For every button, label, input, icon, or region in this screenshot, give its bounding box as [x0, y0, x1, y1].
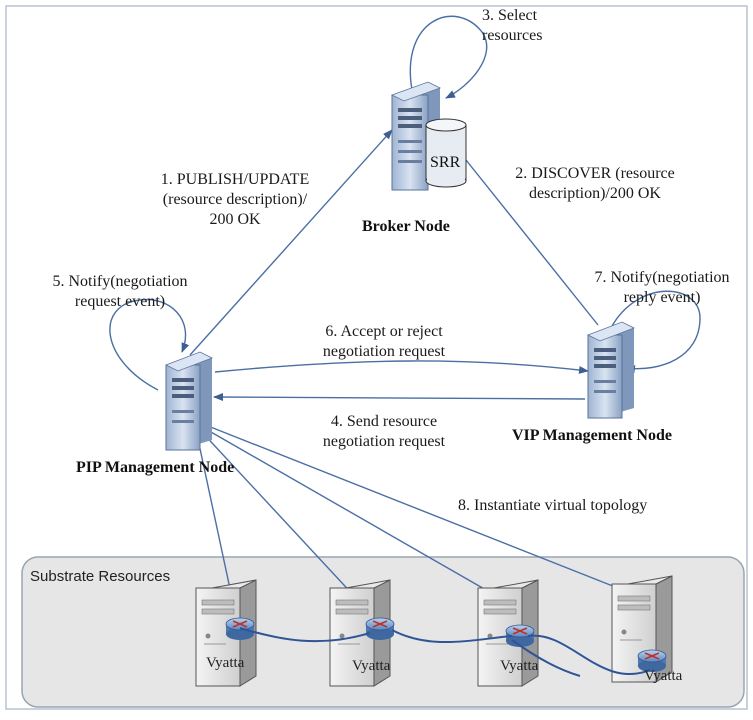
- step6-line2: negotiation request: [322, 343, 446, 360]
- step5-line2: request event): [74, 293, 166, 310]
- step7-line2: reply event): [623, 289, 701, 306]
- pip-node-label: PIP Management Node: [76, 459, 235, 476]
- arrow-notify-pip-loop: [109, 298, 190, 391]
- arrow-instantiate-3: [203, 427, 501, 599]
- topology-link-3: [527, 634, 651, 676]
- substrate-pcs: [195, 575, 673, 687]
- arrow-publish: [189, 129, 393, 356]
- step6-label: 6. Accept or reject negotiation request: [284, 322, 484, 362]
- arrow-notify-vip-loop: [611, 290, 701, 374]
- step8-label: 8. Instantiate virtual topology: [458, 497, 648, 514]
- arrow-select-loop: [409, 15, 488, 99]
- srr-database-icon: [425, 118, 467, 188]
- vip-server-icon: [587, 321, 635, 419]
- outer-frame: [5, 5, 748, 710]
- step1-line3: 200 OK: [209, 211, 261, 228]
- step5-label: 5. Notify(negotiation request event): [20, 272, 220, 312]
- vyatta-label-3: Vyatta: [500, 658, 539, 674]
- step4-line2: negotiation request: [322, 433, 446, 450]
- step1-label: 1. PUBLISH/UPDATE (resource description)…: [130, 170, 340, 230]
- step3-line1: 3. Select: [482, 7, 538, 24]
- step3-label: 3. Select resources: [482, 6, 542, 46]
- step2-line1: 2. DISCOVER (resource: [515, 165, 675, 182]
- step1-line1: 1. PUBLISH/UPDATE: [160, 171, 310, 188]
- vip-node-label: VIP Management Node: [512, 427, 672, 444]
- step7-line1: 7. Notify(negotiation: [594, 269, 730, 286]
- step4-line1: 4. Send resource: [330, 413, 438, 430]
- srr-label: SRR: [430, 154, 461, 171]
- arrow-send-negotiation: [213, 393, 586, 402]
- pip-server-icon: [165, 351, 213, 451]
- step7-label: 7. Notify(negotiation reply event): [570, 268, 753, 308]
- step1-line2: (resource description)/: [162, 191, 308, 208]
- step2-label: 2. DISCOVER (resource description)/200 O…: [485, 164, 705, 204]
- line-discover: [465, 159, 599, 326]
- vyatta-label-4: Vyatta: [644, 668, 683, 684]
- step5-line1: 5. Notify(negotiation: [52, 273, 188, 290]
- topology-link-1: [239, 627, 371, 643]
- router-2-icon: [365, 617, 395, 640]
- step2-line2: description)/200 OK: [529, 185, 661, 202]
- step6-line1: 6. Accept or reject: [325, 323, 443, 340]
- router-4-icon: [637, 649, 667, 672]
- substrate-pc-4-icon: [611, 575, 673, 683]
- broker-node-label: Broker Node: [362, 218, 450, 235]
- vyatta-label-1: Vyatta: [206, 655, 245, 671]
- arrow-instantiate-1: [195, 429, 235, 599]
- topology-link-2: [391, 629, 513, 643]
- substrate-title: Substrate Resources: [30, 568, 171, 585]
- vyatta-label-2: Vyatta: [352, 658, 391, 674]
- router-3-icon: [505, 624, 535, 647]
- arrow-instantiate-4: [207, 425, 634, 595]
- arrow-instantiate-2: [199, 429, 357, 599]
- arrow-accept-reject: [214, 360, 589, 374]
- step4-label: 4. Send resource negotiation request: [284, 412, 484, 452]
- step3-line2: resources: [482, 27, 543, 44]
- topology-link-4: [511, 639, 581, 677]
